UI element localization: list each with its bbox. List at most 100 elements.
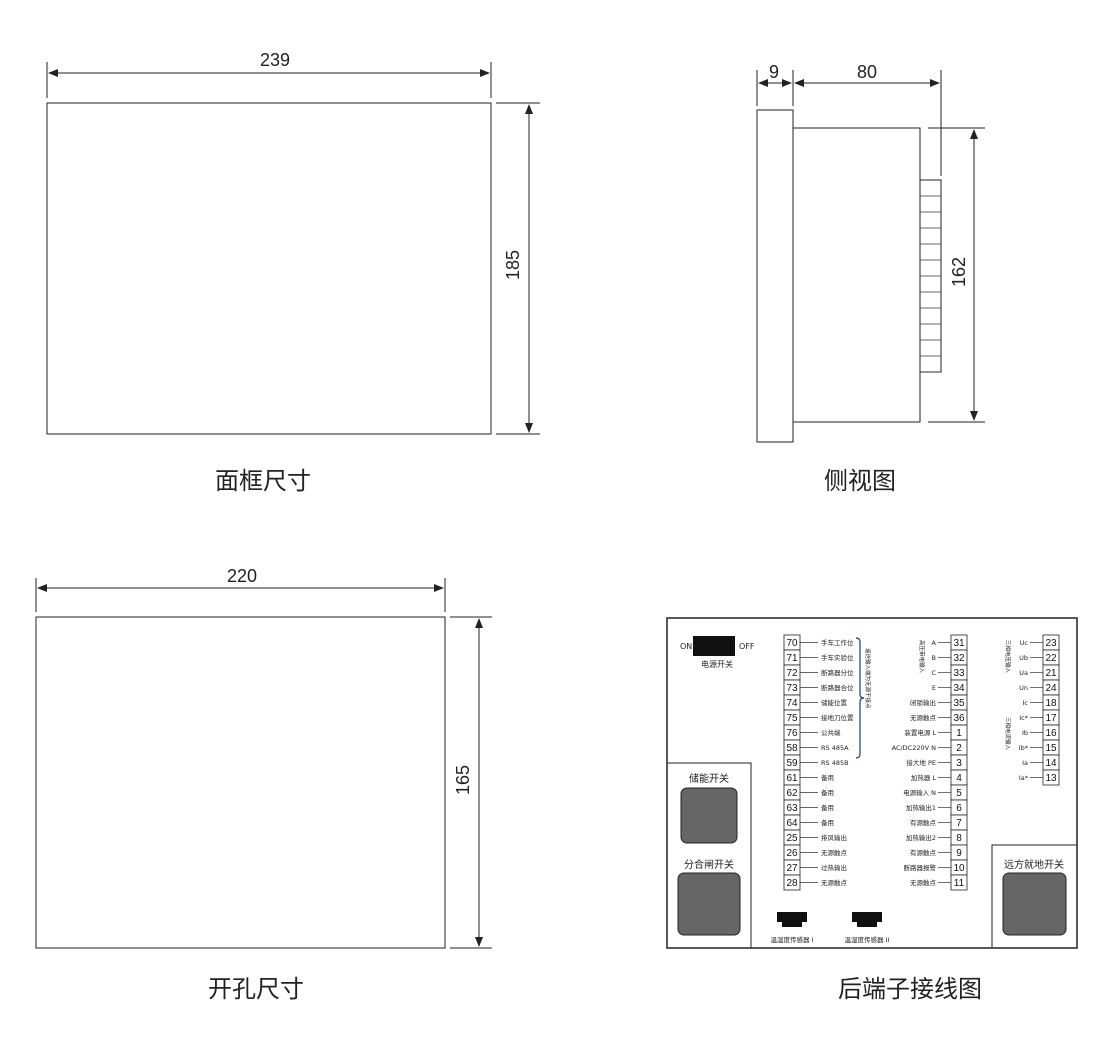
terminal-row: 58 RS 485A [783, 739, 849, 756]
power-switch-toggle[interactable] [693, 636, 735, 656]
terminal-label: 有源触点 [910, 848, 937, 857]
front-frame-outline [46, 102, 492, 435]
remote-local-switch-button[interactable] [1002, 872, 1067, 936]
front-height-label: 185 [503, 250, 523, 280]
terminal-label: Ib* [1019, 744, 1029, 752]
side-terminal-block [919, 179, 942, 373]
terminal-label: 备用 [821, 803, 834, 812]
terminal-label: Ib [1022, 729, 1028, 737]
terminal-label: 公共端 [821, 728, 841, 737]
terminal-label: Ic [1023, 699, 1029, 707]
terminal-number: 2 [956, 743, 962, 754]
terminal-number: 17 [1045, 713, 1057, 724]
side-view-drawing: 9 80 162 侧视图 [756, 62, 985, 495]
terminal-label: 断路器分位 [821, 668, 854, 677]
terminal-label: 排风输出 [821, 833, 847, 842]
side-height-label: 162 [949, 257, 969, 287]
right-group-current-label: 三相电流输入 [1004, 717, 1012, 751]
terminal-label: RS 485A [821, 744, 849, 752]
terminal-label: RS 485B [821, 759, 849, 767]
terminal-label: A [932, 639, 937, 647]
side-view-caption: 侧视图 [824, 467, 896, 495]
side-body-depth-label: 80 [857, 62, 877, 82]
terminal-label: 无源触点 [910, 878, 937, 887]
sensor-2-label: 温湿度传感器 II [845, 935, 890, 944]
terminal-label: C [931, 669, 936, 677]
storage-switch-button[interactable] [680, 787, 738, 844]
terminal-number: 58 [786, 743, 798, 754]
terminal-number: 13 [1045, 773, 1057, 784]
left-group-brace [855, 637, 865, 759]
front-frame-drawing: 239 185 面框尺寸 [46, 50, 540, 495]
terminal-number: 72 [786, 668, 798, 679]
terminal-number: 10 [953, 863, 965, 874]
power-switch-on-label: ON [680, 642, 692, 651]
right-switch-box [991, 844, 1078, 949]
terminal-label: 储能位置 [821, 698, 848, 707]
terminal-row: 74 储能位置 [783, 694, 848, 711]
terminal-label: AC/DC220V N [892, 744, 937, 752]
terminal-number: 75 [786, 713, 798, 724]
terminal-label: Uc [1020, 639, 1029, 647]
terminal-row: 25 排风输出 [783, 829, 847, 846]
terminal-row: 33C [931, 664, 968, 681]
terminal-number: 28 [786, 878, 798, 889]
terminal-label: 电源输入 N [903, 788, 936, 797]
terminal-label: 接大地 PE [906, 758, 936, 767]
terminal-label: 断路器合位 [821, 683, 854, 692]
open-close-switch-label: 分合闸开关 [684, 858, 734, 871]
side-body [792, 127, 921, 423]
terminal-number: 21 [1045, 668, 1057, 679]
terminal-number: 15 [1045, 743, 1057, 754]
cutout-drawing: 220 165 开孔尺寸 [35, 566, 492, 1003]
terminal-number: 22 [1045, 653, 1057, 664]
terminal-label: Un [1019, 684, 1028, 692]
terminal-label: 加热器 L [911, 773, 937, 782]
cutout-width-label: 220 [227, 566, 257, 586]
terminal-number: 34 [953, 683, 965, 694]
terminal-label: 手车工作位 [821, 638, 854, 647]
storage-switch-label: 储能开关 [689, 772, 729, 785]
left-switch-box [666, 762, 752, 949]
terminal-label: 闭锁输出 [910, 698, 936, 707]
terminal-row: 75 接地刀位置 [783, 709, 854, 726]
terminal-number: 62 [786, 788, 798, 799]
terminal-label: Ub [1019, 654, 1028, 662]
open-close-switch-button[interactable] [677, 872, 741, 936]
terminal-label: 接地刀位置 [821, 713, 854, 722]
terminal-label: 装置电源 L [904, 728, 936, 737]
terminal-number: 25 [786, 833, 798, 844]
terminal-label: B [932, 654, 936, 662]
terminal-row: 26 无源触点 [783, 844, 848, 861]
cutout-outline [35, 616, 446, 949]
terminal-label: 手车实验位 [821, 653, 854, 662]
sensor-1-connector [777, 912, 807, 927]
terminal-number: 63 [786, 803, 798, 814]
terminal-number: 74 [786, 698, 798, 709]
terminal-number: 70 [786, 638, 798, 649]
terminal-label: 无源触点 [821, 848, 848, 857]
terminal-number: 26 [786, 848, 798, 859]
sensor-2-connector [852, 912, 882, 927]
terminal-number: 5 [956, 788, 962, 799]
terminal-number: 24 [1045, 683, 1057, 694]
terminal-column-right: 23Uc22Ub21Ua24Un18Ic17Ic*16Ib15Ib*14Ia13… [1019, 634, 1060, 786]
